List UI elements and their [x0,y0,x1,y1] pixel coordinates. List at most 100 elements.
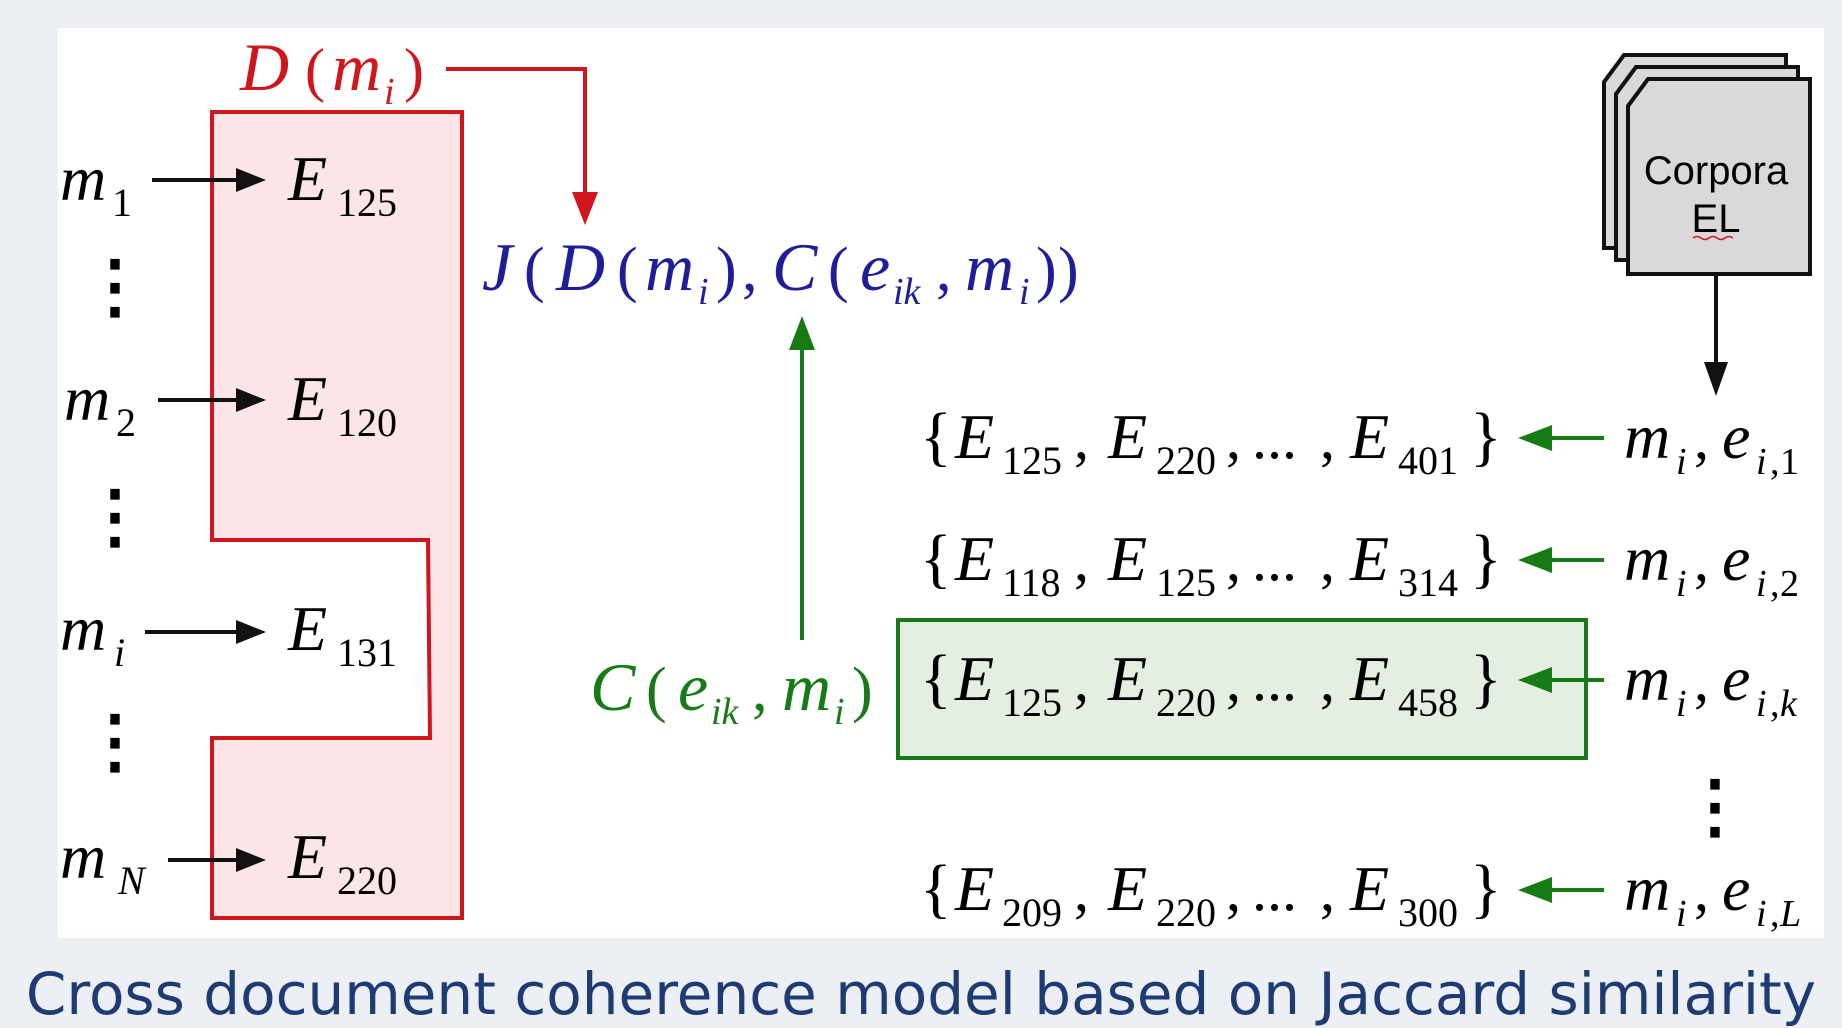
corpora-label-line1: Corpora [1644,149,1789,193]
set-open-brace: { [920,852,952,925]
svg-text:120: 120 [337,400,397,445]
set-entity-sub: 118 [1002,560,1061,605]
svg-text:,: , [752,656,768,724]
svg-text:C: C [590,649,636,725]
set-comma: , [1320,405,1335,471]
svg-text:E: E [287,821,327,892]
set-comma: , [1074,857,1089,923]
pair-comma: , [1694,857,1709,923]
pair-mention-sub: i [1676,563,1687,605]
pair-entity-sub: 1 [1780,441,1799,483]
svg-text:): ) [1036,236,1057,304]
set-open-brace: { [920,400,952,473]
set-dots: ... [1252,405,1297,471]
d-to-j-connector [446,67,587,205]
set-close-brace: } [1470,522,1502,595]
svg-text:m: m [782,649,831,725]
set-entity: E [954,523,994,594]
pair-entity-sub: k [1780,683,1798,725]
mention-row-2: m 2 E 120 [64,363,397,445]
jaccard-formula: J ( D ( m i ) , C ( e ik , m i ) ) [482,229,1079,313]
set-comma: , [1074,647,1089,713]
set-entity-sub: 220 [1156,438,1216,483]
svg-text:(: ( [305,37,325,103]
selected-candidate-box [896,618,1588,760]
pair-entity-sub: L [1779,893,1801,935]
candidate-arrowhead [1518,667,1552,693]
pair-mention: m [1624,853,1670,924]
mention-row-N: m N E 220 [60,821,397,903]
set-dots: ... [1252,857,1297,923]
pair-entity-sub: 2 [1780,563,1799,605]
svg-text:): ) [852,656,873,724]
set-entity: E [1107,643,1147,714]
svg-text:i: i [1019,271,1030,313]
svg-text:D: D [239,29,289,105]
pair-entity-sub-comma: , [1770,441,1780,483]
svg-text:): ) [404,37,424,103]
set-entity-sub: 220 [1156,680,1216,725]
set-close-brace: } [1470,852,1502,925]
corpora-document-stack: Corpora EL [1602,53,1812,276]
svg-text:(: ( [646,656,667,724]
svg-text:(: ( [524,236,545,304]
pair-entity-sub-comma: , [1770,893,1780,935]
d-to-j-arrowhead [572,192,598,225]
pair-mention-sub: i [1676,893,1687,935]
mention-set-region [210,110,464,920]
set-comma: , [1074,405,1089,471]
set-entity-sub: 125 [1002,680,1062,725]
set-entity: E [1107,401,1147,472]
svg-text:e: e [678,649,708,725]
set-entity-sub: 209 [1002,890,1062,935]
svg-text:m: m [332,29,381,105]
pair-entity-sub: i [1756,893,1767,935]
mention-ellipsis-2: ⋮ [80,479,150,556]
corpora-label-line2: EL [1692,197,1741,241]
pair-mention-sub: i [1676,683,1687,725]
pair-entity-sub: i [1756,563,1767,605]
c-to-j-arrowhead [789,316,815,350]
pair-mention: m [1624,523,1670,594]
set-open-brace: { [920,522,952,595]
set-entity-sub: 401 [1398,438,1458,483]
candidate-arrowhead [1518,877,1552,903]
svg-text:1: 1 [112,180,132,225]
pair-mention: m [1624,643,1670,714]
set-comma: , [1226,527,1241,593]
svg-text:E: E [287,143,327,214]
mention-ellipsis-1: ⋮ [80,249,150,326]
svg-text:m: m [60,593,106,664]
svg-text:e: e [860,229,890,305]
set-dots: ... [1252,527,1297,593]
set-entity-sub: 458 [1398,680,1458,725]
set-entity-sub: 125 [1002,438,1062,483]
svg-text:m: m [60,821,106,892]
candidate-ellipsis: ⋮ [1680,769,1750,846]
svg-text:): ) [716,236,737,304]
pair-comma: , [1694,647,1709,713]
set-entity-sub: 300 [1398,890,1458,935]
svg-text:D: D [555,229,605,305]
svg-text:): ) [1058,236,1079,304]
pair-comma: , [1694,405,1709,471]
pair-comma: , [1694,527,1709,593]
svg-text:E: E [287,363,327,434]
set-comma: , [1226,405,1241,471]
set-entity: E [1349,643,1389,714]
svg-text:i: i [698,271,709,313]
set-entity: E [1107,853,1147,924]
svg-text:(: ( [828,236,849,304]
svg-text:220: 220 [337,858,397,903]
set-open-brace: { [920,642,952,715]
set-entity: E [1349,401,1389,472]
svg-text:131: 131 [337,630,397,675]
set-comma: , [1074,527,1089,593]
svg-text:E: E [287,593,327,664]
set-entity: E [1349,523,1389,594]
pair-entity-sub-comma: , [1770,683,1780,725]
